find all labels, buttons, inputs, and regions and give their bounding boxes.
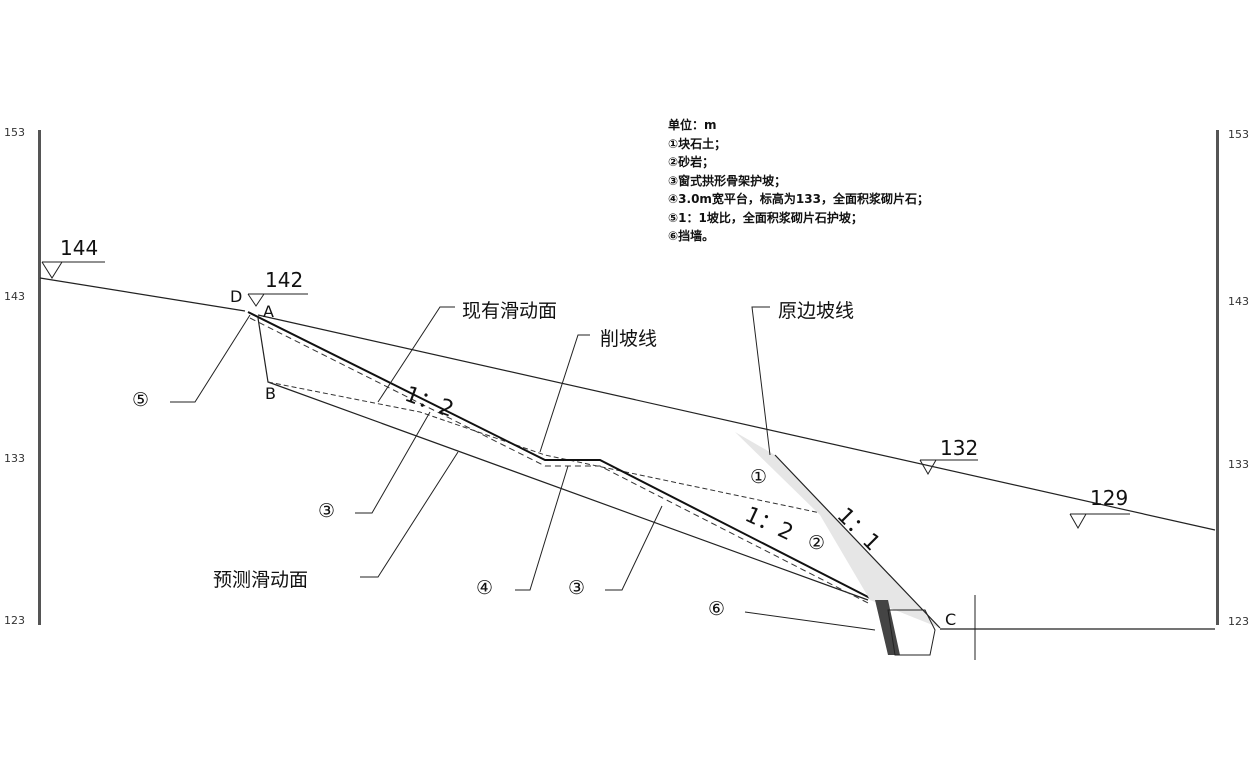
legend-unit: 单位：m bbox=[668, 118, 717, 132]
legend-item: ②砂岩； bbox=[668, 155, 715, 169]
legend-item: ③窗式拱形骨架护坡； bbox=[668, 173, 787, 188]
legend-item: ④3.0m宽平台，标高为133，全面积浆砌片石； bbox=[668, 192, 929, 206]
point-a: A bbox=[263, 302, 274, 321]
elevation-132: 132 bbox=[940, 436, 979, 460]
left-tick-143: 143 bbox=[4, 290, 25, 303]
cut-slope-line bbox=[247, 311, 871, 599]
legend-item: ①块石土； bbox=[668, 136, 727, 151]
point-c: C bbox=[945, 610, 957, 629]
cut-slope-hatch bbox=[249, 317, 869, 604]
legend: 单位：m ①块石土； ②砂岩； ③窗式拱形骨架护坡； ④3.0m宽平台，标高为1… bbox=[668, 116, 929, 246]
marker-3b: ③ bbox=[568, 577, 586, 599]
retaining-wall-base bbox=[887, 609, 936, 656]
marker-4: ④ bbox=[476, 577, 494, 599]
left-tick-153: 153 bbox=[4, 126, 25, 139]
point-d: D bbox=[230, 287, 243, 306]
marker-1: ① bbox=[750, 466, 768, 488]
right-tick-153: 153 bbox=[1228, 128, 1249, 141]
label-cut-line: 削坡线 bbox=[600, 328, 658, 350]
original-slope-line bbox=[257, 314, 1216, 531]
slope-1-1-line bbox=[774, 454, 941, 629]
elevation-142: 142 bbox=[265, 268, 304, 292]
retaining-wall bbox=[875, 600, 900, 655]
legend-item: ⑤1：1坡比，全面积浆砌片石护坡； bbox=[668, 210, 863, 225]
right-tick-143: 143 bbox=[1228, 295, 1249, 308]
original-ground-line bbox=[39, 277, 246, 312]
marker-3a: ③ bbox=[318, 500, 336, 522]
label-predicted-slide: 预测滑动面 bbox=[213, 569, 309, 591]
elevation-144: 144 bbox=[60, 236, 99, 260]
elevation-symbols bbox=[41, 261, 1130, 530]
label-existing-slide: 现有滑动面 bbox=[462, 300, 558, 322]
marker-5: ⑤ bbox=[132, 389, 150, 411]
label-original-slope: 原边坡线 bbox=[778, 300, 855, 322]
elevation-129: 129 bbox=[1090, 486, 1129, 510]
right-tick-123: 123 bbox=[1228, 615, 1249, 628]
left-tick-123: 123 bbox=[4, 614, 25, 627]
leader-lines bbox=[170, 306, 876, 631]
legend-item: ⑥挡墙。 bbox=[668, 229, 715, 243]
right-tick-133: 133 bbox=[1228, 458, 1249, 471]
marker-2: ② bbox=[808, 532, 826, 554]
point-b: B bbox=[265, 384, 276, 403]
marker-6: ⑥ bbox=[708, 598, 726, 620]
left-tick-133: 133 bbox=[4, 452, 25, 465]
existing-slide-surface bbox=[267, 381, 831, 516]
soil-zone-stipple bbox=[735, 432, 940, 628]
right-scale-bar bbox=[1216, 130, 1219, 625]
left-scale-bar bbox=[38, 130, 41, 625]
